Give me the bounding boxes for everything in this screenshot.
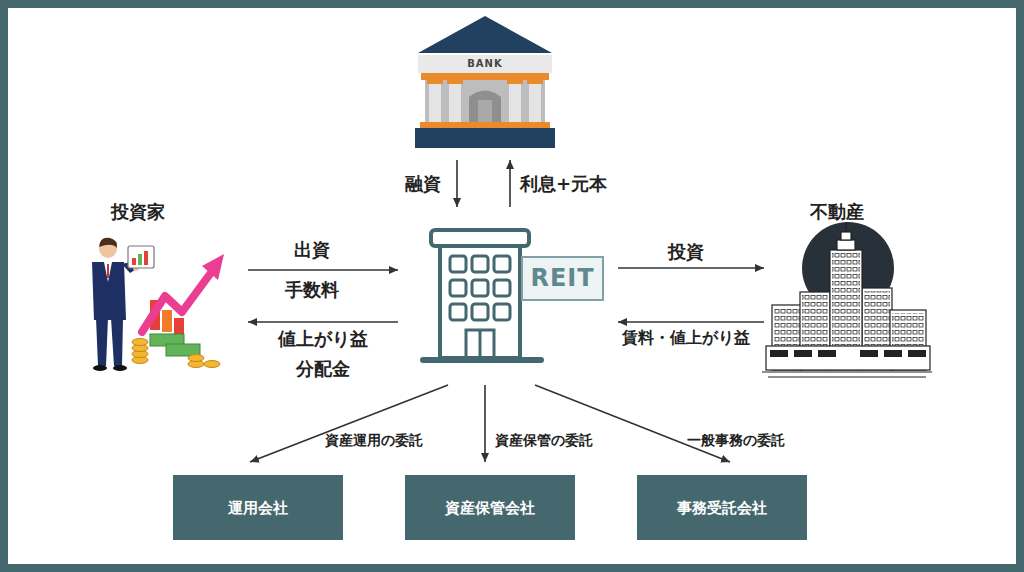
- flow-arrow: [535, 385, 730, 462]
- edge-label-anchor: 利息+元本: [520, 172, 607, 195]
- edge-label-anchor: 一般事務の委託: [687, 431, 785, 449]
- edge-label-anchor: 賃料・値上がり益: [622, 328, 750, 348]
- edge-label-anchor: 資産保管の委託: [495, 431, 593, 449]
- node-label: BANK: [418, 55, 552, 73]
- box-label: 事務受託会社: [677, 498, 767, 518]
- investor-illustration: [92, 238, 224, 371]
- flow-arrow: [509, 160, 511, 207]
- edge-label: 資産運用の委託: [325, 431, 423, 449]
- flow-arrow: [248, 321, 398, 323]
- edge-label: 投資: [668, 240, 704, 263]
- box-label: 運用会社: [228, 498, 288, 518]
- edge-label: 出資 手数料: [277, 230, 347, 310]
- flow-arrow: [248, 269, 398, 271]
- edge-label: 一般事務の委託: [687, 431, 785, 449]
- edge-label: 利息+元本: [520, 172, 607, 195]
- flow-arrow: [618, 321, 764, 323]
- entrust-box: 資産保管会社: [405, 475, 575, 540]
- node-label: 投資家: [111, 200, 165, 224]
- bank-building: BANK: [418, 15, 552, 150]
- edge-label-anchor: 融資: [405, 172, 441, 195]
- flow-arrow: [484, 385, 486, 462]
- reit-building-icon: [420, 230, 603, 363]
- edge-label-anchor: 値上がり益 分配金: [263, 324, 383, 384]
- box-label: 資産保管会社: [445, 498, 535, 518]
- edge-label: 値上がり益 分配金: [263, 324, 383, 384]
- real-estate-figure: 不動産: [768, 198, 934, 378]
- entrust-box: 運用会社: [173, 475, 343, 540]
- node-label: REIT: [522, 257, 603, 300]
- flow-arrow: [456, 160, 458, 207]
- node-label: 不動産: [810, 200, 864, 224]
- bank-illustration: [415, 16, 555, 148]
- real-estate-illustration: [762, 222, 932, 377]
- flow-arrow: [250, 385, 448, 462]
- edge-label: 資産保管の委託: [495, 431, 593, 449]
- investor-figure: 投資家: [78, 198, 244, 373]
- edge-label-anchor: 資産運用の委託: [325, 431, 423, 449]
- edge-label: 賃料・値上がり益: [622, 328, 750, 348]
- edge-label-anchor: 出資 手数料: [277, 230, 347, 310]
- flow-arrow: [618, 267, 764, 269]
- edge-label-anchor: 投資: [668, 240, 704, 263]
- entrust-box: 事務受託会社: [637, 475, 807, 540]
- edge-label: 融資: [405, 172, 441, 195]
- reit-building: REIT: [425, 225, 610, 373]
